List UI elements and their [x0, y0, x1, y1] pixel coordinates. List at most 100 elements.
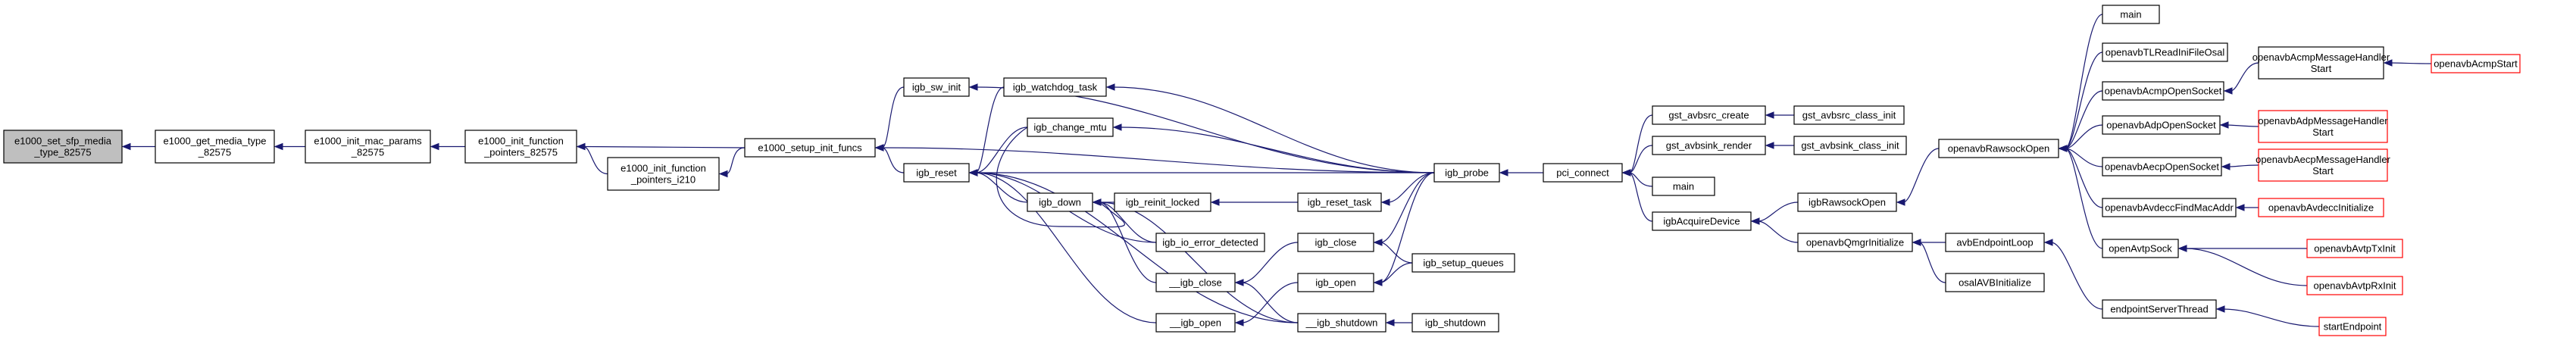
- edge-line: [1757, 220, 1799, 243]
- call-edge: [1621, 169, 1653, 222]
- function-node[interactable]: avbEndpointLoop: [1945, 233, 2045, 252]
- node-box: [1652, 136, 1766, 155]
- function-node[interactable]: __igb_close: [1155, 273, 1236, 292]
- node-label: openavbQmgrInitialize: [1806, 237, 1904, 248]
- function-node[interactable]: openavbAvtpRxInit: [2306, 276, 2403, 295]
- arrowhead: [2235, 204, 2245, 211]
- function-node[interactable]: e1000_get_media_type_82575: [155, 130, 275, 164]
- arrowhead: [2058, 145, 2068, 152]
- function-node[interactable]: openavbAecpOpenSocket: [2102, 157, 2222, 176]
- node-box: [2102, 239, 2179, 258]
- node-box: [1938, 139, 2059, 158]
- call-edge: [1380, 172, 1435, 206]
- function-node[interactable]: igb_watchdog_task: [1003, 77, 1107, 97]
- function-node[interactable]: igb_change_mtu: [1027, 117, 1114, 137]
- function-node[interactable]: igb_down: [1027, 192, 1093, 212]
- call-edge: [2177, 245, 2307, 252]
- function-node[interactable]: __igb_open: [1155, 313, 1236, 333]
- node-label: _type_82575: [33, 147, 91, 158]
- node-box: [2258, 198, 2384, 217]
- function-node[interactable]: openavbAcmpStart: [2431, 54, 2521, 73]
- function-node[interactable]: startEndpoint: [2318, 317, 2387, 336]
- function-node[interactable]: igb_close: [1297, 233, 1374, 252]
- node-label: gst_avbsink_render: [1666, 140, 1752, 152]
- function-node[interactable]: e1000_setup_init_funcs: [744, 138, 876, 158]
- edge-line: [1918, 242, 1946, 283]
- arrowhead: [1765, 111, 1774, 119]
- node-label: _pointers_i210: [630, 174, 696, 186]
- arrowhead: [968, 169, 978, 176]
- node-box: [2102, 198, 2237, 217]
- function-node[interactable]: igb_probe: [1433, 163, 1500, 183]
- node-label: openavbAcmpMessageHandler: [2252, 52, 2390, 63]
- arrowhead: [2221, 163, 2231, 170]
- function-node[interactable]: openAvtpSock: [2102, 239, 2179, 258]
- node-label: igb_reinit_locked: [1126, 197, 1200, 208]
- function-node[interactable]: gst_avbsrc_class_init: [1793, 105, 1905, 125]
- node-label: openavbAecpOpenSocket: [2105, 161, 2219, 173]
- call-edge: [1765, 111, 1795, 119]
- call-edge: [1896, 148, 1940, 206]
- edge-line: [2065, 148, 2103, 249]
- call-edge: [1234, 282, 1299, 326]
- function-node[interactable]: main: [1652, 176, 1715, 196]
- function-node[interactable]: igb_setup_queues: [1411, 253, 1515, 273]
- node-label: startEndpoint: [2324, 321, 2382, 333]
- function-node[interactable]: openavbAvdeccFindMacAddr: [2102, 198, 2237, 217]
- function-node[interactable]: igb_sw_init: [903, 77, 970, 97]
- node-label: Start: [2312, 165, 2334, 176]
- function-node[interactable]: igb_reinit_locked: [1114, 192, 1211, 212]
- function-node[interactable]: igb_shutdown: [1411, 313, 1499, 333]
- edge-line: [1241, 242, 1299, 283]
- function-node[interactable]: osalAVBInitialize: [1945, 273, 2045, 292]
- function-node[interactable]: igb_reset: [903, 163, 970, 183]
- function-node[interactable]: openavbAcmpOpenSocket: [2102, 81, 2224, 101]
- function-node[interactable]: e1000_init_function_pointers_82575: [464, 130, 577, 164]
- node-label: e1000_init_function: [621, 163, 706, 174]
- edge-line: [1902, 148, 1940, 203]
- call-edge: [2383, 59, 2432, 67]
- edge-line: [1628, 145, 1653, 173]
- call-edge: [2219, 121, 2259, 129]
- function-node[interactable]: igb_reset_task: [1297, 192, 1382, 212]
- function-node[interactable]: igbRawsockOpen: [1797, 192, 1897, 212]
- function-node[interactable]: openavbAvtpTxInit: [2306, 239, 2403, 258]
- function-node[interactable]: openavbAvdeccInitialize: [2258, 198, 2384, 217]
- arrowhead: [968, 83, 978, 91]
- function-node[interactable]: gst_avbsink_class_init: [1793, 136, 1907, 155]
- function-node[interactable]: main: [2102, 5, 2160, 24]
- function-node[interactable]: openavbRawsockOpen: [1938, 139, 2059, 158]
- call-edge: [2058, 90, 2103, 152]
- arrowhead: [1765, 142, 1774, 149]
- call-edge: [121, 142, 156, 151]
- edge-line: [881, 86, 905, 148]
- function-node[interactable]: openavbQmgrInitialize: [1797, 233, 1913, 252]
- function-node[interactable]: igb_io_error_detected: [1155, 233, 1265, 252]
- node-box: [2102, 42, 2228, 62]
- function-node[interactable]: endpointServerThread: [2102, 299, 2217, 319]
- function-node[interactable]: igbAcquireDevice: [1652, 211, 1752, 231]
- node-label: osalAVBInitialize: [1959, 277, 2031, 289]
- function-node[interactable]: igb_open: [1297, 273, 1374, 292]
- node-label: igb_close: [1315, 237, 1357, 248]
- node-label: igb_down: [1039, 197, 1081, 208]
- function-node[interactable]: e1000_set_sfp_media_type_82575: [3, 130, 123, 164]
- function-node[interactable]: gst_avbsrc_create: [1652, 105, 1766, 125]
- node-box: [1297, 273, 1374, 292]
- edge-line: [996, 127, 1125, 228]
- call-edge: [2215, 305, 2320, 327]
- call-edge: [1105, 83, 1435, 173]
- function-node[interactable]: openavbTLReadIniFileOsal: [2102, 42, 2228, 62]
- node-label: igb_probe: [1445, 167, 1489, 179]
- function-node[interactable]: e1000_init_function_pointers_i210: [607, 157, 720, 191]
- node-label: igb_io_error_detected: [1162, 237, 1258, 248]
- node-box: [155, 130, 275, 164]
- function-node[interactable]: gst_avbsink_render: [1652, 136, 1766, 155]
- function-node[interactable]: __igb_shutdown: [1297, 313, 1386, 333]
- function-node[interactable]: openavbAdpOpenSocket: [2102, 115, 2221, 135]
- function-node[interactable]: e1000_init_mac_params_82575: [305, 130, 431, 164]
- function-node[interactable]: pci_connect: [1543, 163, 1623, 183]
